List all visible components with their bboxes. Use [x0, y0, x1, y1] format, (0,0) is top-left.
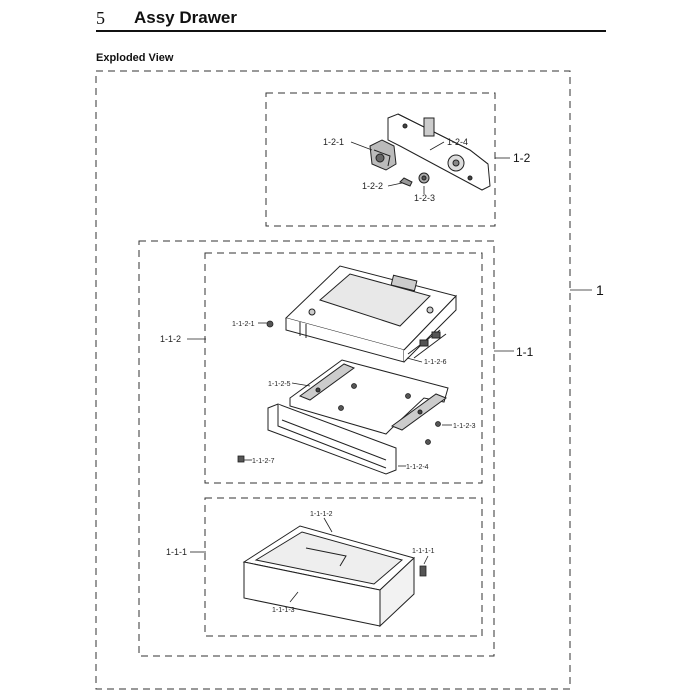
callout-1-2-1: 1-2-1 [323, 137, 344, 147]
callout-1-1-2-1: 1-1-2-1 [232, 321, 255, 328]
screw-2 [338, 405, 344, 411]
callout-1-2: 1-2 [513, 151, 531, 165]
screw-3 [405, 393, 411, 399]
callout-1-1: 1-1 [516, 345, 534, 359]
view-label: Exploded View [96, 52, 174, 64]
callout-1-1-2-6: 1-1-2-6 [424, 359, 447, 366]
callout-1-2-2: 1-2-2 [362, 181, 383, 191]
callout-1-2-4: 1-2-4 [447, 137, 468, 147]
frame-1-2 [265, 92, 496, 227]
part-1-2-4-bracket [387, 113, 491, 191]
part-1-1-2-1-screw [266, 320, 274, 328]
part-1-1-2-5-rail [289, 359, 449, 435]
screw-4 [425, 439, 431, 445]
callout-1-1-2-3: 1-1-2-3 [453, 423, 476, 430]
part-1-2-3-gear [418, 172, 430, 184]
callout-1-2-3: 1-2-3 [414, 193, 435, 203]
part-1-1-2-7-clip [237, 455, 245, 463]
frame-1-1-1 [204, 497, 483, 637]
section-number: 5 [96, 8, 105, 28]
section-title: Assy Drawer [134, 8, 238, 27]
callout-assy-1: 1 [596, 282, 604, 298]
screw-1 [351, 383, 357, 389]
callout-1-1-2-4: 1-1-2-4 [406, 464, 429, 471]
callout-1-1-1-1: 1-1-1-1 [412, 548, 435, 555]
callout-1-1-2-5: 1-1-2-5 [268, 381, 291, 388]
part-1-1-2-cover [285, 265, 457, 363]
part-1-1-1-1-clip [419, 565, 427, 577]
part-1-2-1-motor [369, 139, 397, 171]
part-1-1-1-3-drawer-front [243, 556, 415, 628]
part-1-1-2-4-front [267, 403, 397, 475]
section-header: 5 Assy Drawer [96, 6, 606, 32]
frame-1-1 [138, 240, 495, 657]
part-1-2-2-screw [399, 177, 413, 187]
frame-assy-1 [95, 70, 571, 690]
callout-1-1-2: 1-1-2 [160, 334, 181, 344]
callout-1-1-1: 1-1-1 [166, 547, 187, 557]
callout-1-1-2-7: 1-1-2-7 [252, 458, 275, 465]
frame-1-1-2 [204, 252, 483, 484]
part-1-1-2-3-screw [435, 421, 441, 427]
callout-1-1-1-2: 1-1-1-2 [310, 511, 333, 518]
callout-1-1-1-3: 1-1-1-3 [272, 607, 295, 614]
